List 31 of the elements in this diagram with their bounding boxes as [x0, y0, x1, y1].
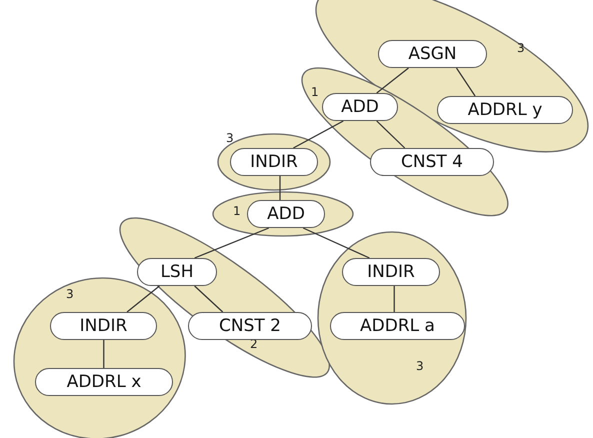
tile-ellipse	[316, 230, 468, 406]
tree-edge	[103, 340, 104, 368]
cost-number: 3	[66, 288, 74, 300]
tree-node: LSH	[136, 258, 217, 286]
tree-node: INDIR	[50, 312, 157, 340]
tree-node: ADD	[322, 92, 398, 121]
tree-node: ADD	[247, 200, 325, 228]
tree-edge	[456, 68, 476, 96]
cost-number: 1	[310, 86, 319, 98]
tree-edge	[302, 227, 370, 259]
tree-node: ADDRL x	[34, 368, 173, 396]
tree-edge	[194, 286, 224, 312]
tree-node: CNST 4	[370, 148, 494, 176]
tree-node: ADDRL y	[436, 96, 573, 124]
tree-edge	[376, 68, 409, 94]
tree-edge	[279, 176, 281, 200]
tree-edge	[194, 227, 270, 259]
tree-node: INDIR	[342, 258, 440, 286]
cost-number: 1	[233, 205, 241, 217]
cost-number: 3	[416, 360, 424, 372]
tree-node: INDIR	[230, 148, 318, 176]
tree-edge	[376, 120, 406, 148]
tree-node: ADDRL a	[330, 312, 465, 340]
tile-ellipse	[216, 132, 332, 192]
tree-node: CNST 2	[188, 312, 312, 340]
tree-edge	[394, 286, 395, 312]
cost-number: 3	[516, 42, 525, 54]
cost-number: 3	[226, 132, 234, 144]
tile-ellipse	[211, 190, 355, 238]
tree-edge	[126, 286, 160, 312]
tree-node: ASGN	[378, 40, 487, 68]
